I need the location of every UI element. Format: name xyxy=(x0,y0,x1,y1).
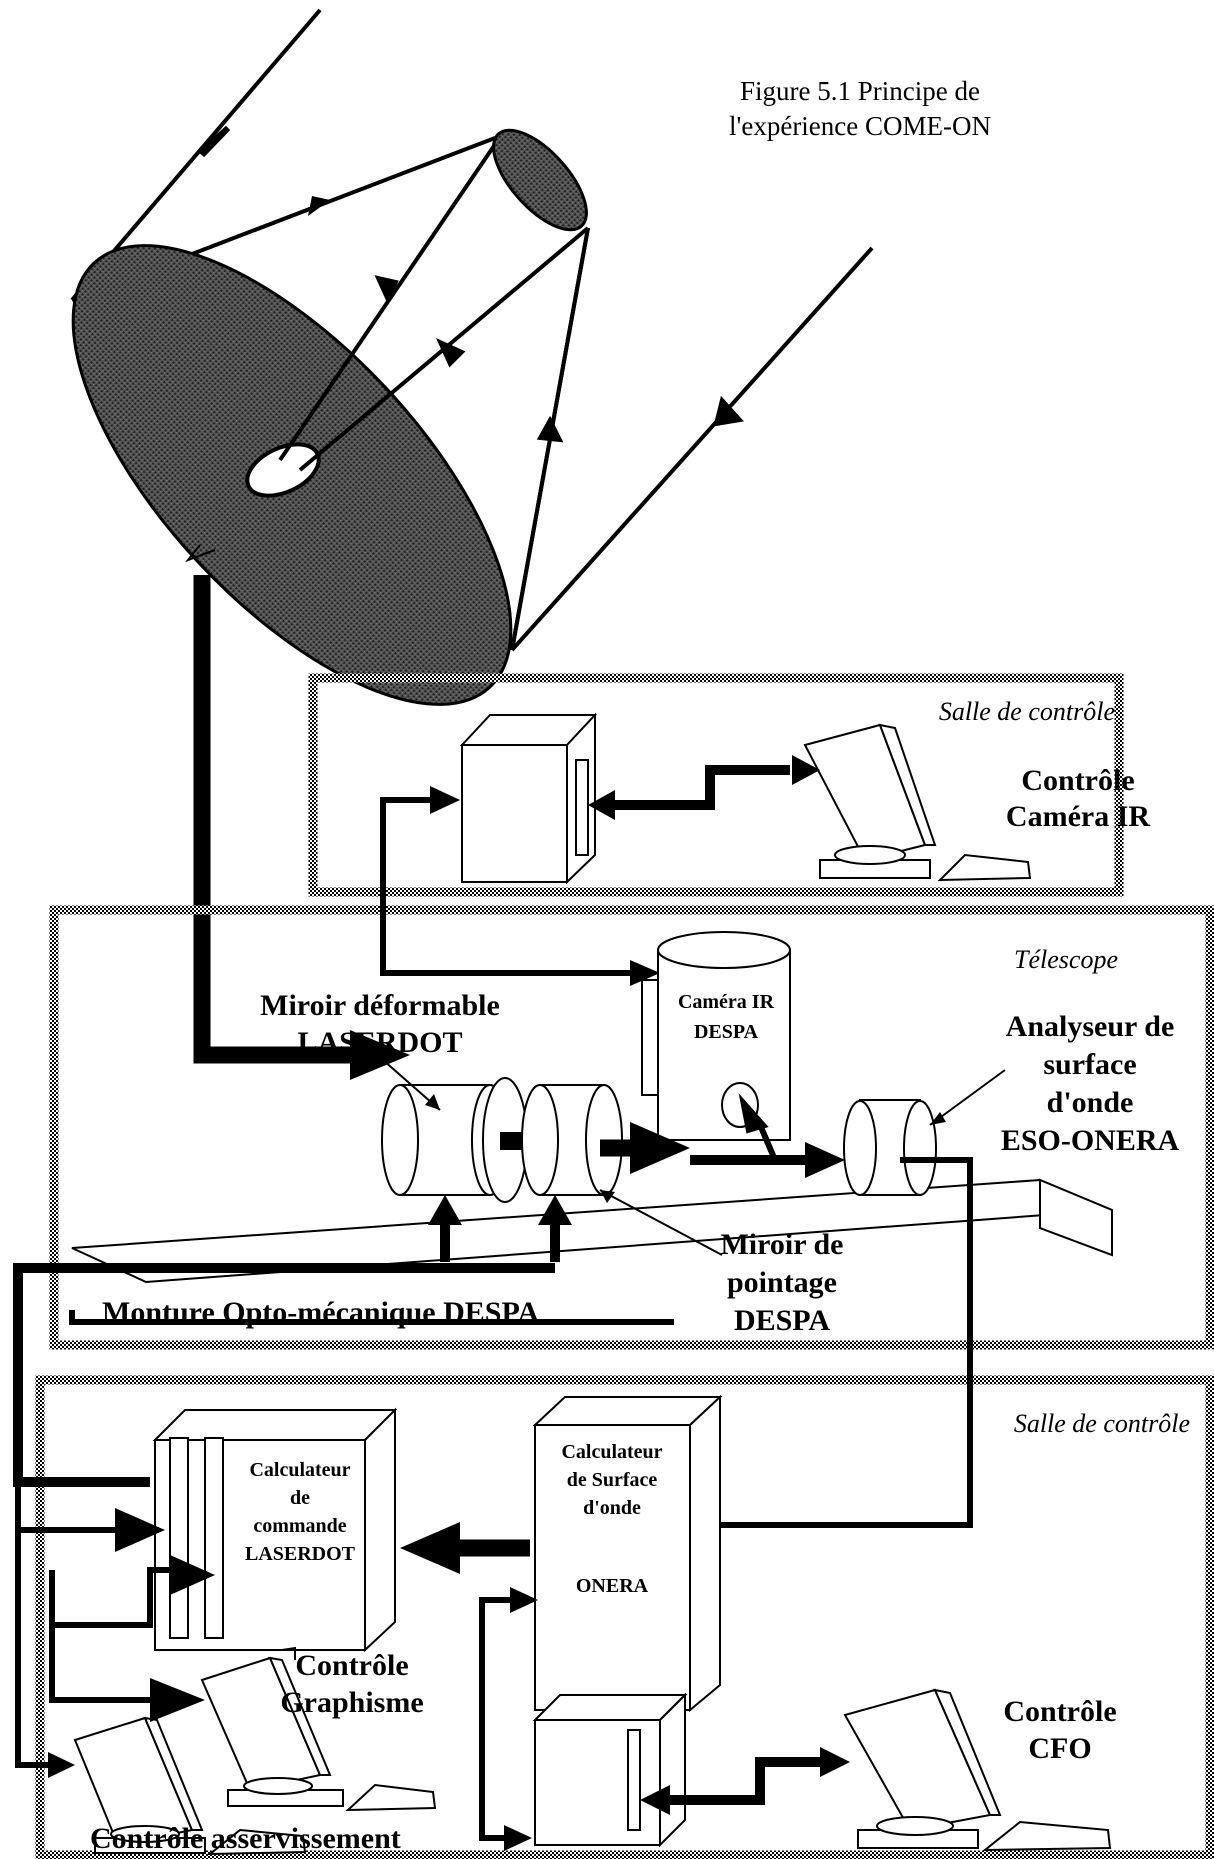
ir-camera xyxy=(641,931,791,1141)
bus-to-servo-ws xyxy=(15,1482,48,1768)
incoming-ray-right xyxy=(510,246,874,652)
control-room-top-label: Salle de contrôle xyxy=(939,697,1115,726)
telescope-leg xyxy=(184,544,216,563)
tip-tilt-label-2: pointage xyxy=(727,1266,837,1299)
arrow-into-servo-ws xyxy=(48,1752,75,1778)
tip-tilt-mirror xyxy=(521,1084,623,1196)
ir-camera-label-2: DESPA xyxy=(694,1021,759,1043)
tip-tilt-label-1: Miroir de xyxy=(720,1228,843,1261)
arrow-into-laserdot xyxy=(400,1522,460,1574)
analyzer-label-2: surface xyxy=(1043,1048,1136,1081)
analyzer-label-4: ESO-ONERA xyxy=(1001,1124,1180,1157)
wavefront-computer-label-3: d'onde xyxy=(583,1497,641,1519)
analyzer-label-1: Analyseur de xyxy=(1006,1010,1175,1043)
mount-bracket xyxy=(69,1310,674,1325)
ir-camera-label-1: Caméra IR xyxy=(678,991,775,1013)
pointer-head-dm xyxy=(425,1094,440,1110)
wavefront-analyzer xyxy=(843,1099,937,1196)
arrow-into-camera-window xyxy=(738,1093,769,1134)
graphics-control-label-1: Contrôle xyxy=(295,1649,408,1682)
arrow-to-workstation xyxy=(792,755,820,785)
beam-path-main xyxy=(193,575,360,1064)
servo-workstation xyxy=(73,1716,307,1856)
bus-to-graphics-ws xyxy=(49,1625,150,1703)
cfo-controller-unit xyxy=(532,1692,688,1848)
laserdot-computer-label-4: LASERDOT xyxy=(245,1543,356,1565)
ray-arrow-5 xyxy=(536,415,564,443)
pointer-tip-tilt xyxy=(599,1189,723,1256)
bus-to-laserdot-2 xyxy=(49,1567,170,1628)
laserdot-computer xyxy=(152,1407,398,1653)
figure-caption-line1: Figure 5.1 Principe de xyxy=(740,76,980,106)
tip-tilt-label-3: DESPA xyxy=(734,1304,830,1337)
arrow-into-cfo-unit-bottom xyxy=(504,1825,532,1851)
link-analyzer-wfc xyxy=(700,1157,973,1528)
laserdot-computer-label-1: Calculateur xyxy=(249,1459,350,1481)
arrow-into-cfo-unit xyxy=(640,1785,670,1815)
secondary-mirror xyxy=(492,128,588,232)
support-arrow-right xyxy=(538,1195,572,1225)
deformable-mirror-label-2: LASERDOT xyxy=(297,1026,462,1059)
deformable-mirror-label-1: Miroir déformable xyxy=(260,989,500,1022)
telescope-illustration xyxy=(70,8,874,706)
link-camctrl-workstation xyxy=(597,765,790,810)
support-arrow-left xyxy=(428,1195,462,1225)
wavefront-computer-label-1: Calculateur xyxy=(561,1441,662,1463)
arrow-into-graphics-ws xyxy=(150,1678,205,1722)
arrow-into-camctrl xyxy=(430,786,460,814)
camera-control-label-1: Contrôle xyxy=(1021,764,1134,797)
control-room-bottom-frame xyxy=(35,1375,1214,1859)
cfo-workstation xyxy=(843,1688,1112,1852)
wavefront-computer-label-4: ONERA xyxy=(576,1575,649,1597)
arrow-into-laserdot-1 xyxy=(115,1508,165,1552)
telescope-room-frame xyxy=(49,905,1214,1350)
servo-control-label: Contrôle asservissement xyxy=(90,1822,401,1855)
mount-label: Monture Opto-mécanique DESPA xyxy=(102,1296,540,1329)
control-bus-left xyxy=(13,1263,150,1487)
beam-arrow-3 xyxy=(805,1142,845,1178)
ray-arrow-3 xyxy=(374,275,399,305)
arrow-into-laserdot-2 xyxy=(170,1555,215,1595)
control-room-top-frame xyxy=(308,673,1124,897)
control-room-bottom-label: Salle de contrôle xyxy=(1014,1409,1190,1438)
arrow-into-camera xyxy=(630,960,660,986)
laserdot-computer-label-2: de xyxy=(290,1487,310,1509)
graphics-workstation xyxy=(200,1656,437,1812)
graphics-control-label-2: Graphisme xyxy=(280,1686,423,1719)
arrow-to-camctrl xyxy=(588,790,615,820)
pointer-head-tt xyxy=(600,1190,615,1203)
camera-control-label-2: Caméra IR xyxy=(1006,800,1150,833)
pointer-head-wa xyxy=(930,1112,946,1125)
arrow-into-wfc-from-cfo xyxy=(510,1587,538,1613)
ray-arrow-4 xyxy=(435,337,466,368)
pointer-analyzer xyxy=(929,1069,1006,1126)
cfo-control-label-1: Contrôle xyxy=(1003,1695,1116,1728)
arrow-into-cfo-ws xyxy=(820,1747,850,1777)
figure-caption-line2: l'expérience COME-ON xyxy=(729,111,991,141)
link-cfo-unit-workstation xyxy=(660,1757,820,1805)
laserdot-computer-label-3: commande xyxy=(253,1515,346,1537)
telescope-room-label: Télescope xyxy=(1014,945,1118,974)
wavefront-computer xyxy=(532,1394,723,1713)
beam-arrow-2 xyxy=(630,1122,690,1174)
analyzer-label-3: d'onde xyxy=(1047,1086,1134,1119)
graphics-label-bracket xyxy=(281,1646,296,1660)
beam-arrow-main xyxy=(350,1030,410,1080)
ray-arrow-6 xyxy=(713,395,744,427)
ray-arrow-1 xyxy=(199,125,231,158)
beam-segment-1 xyxy=(500,1132,522,1150)
cfo-control-label-2: CFO xyxy=(1028,1732,1091,1765)
camera-controller-unit xyxy=(459,712,598,885)
camera-control-workstation xyxy=(803,723,1032,882)
wavefront-computer-label-2: de Surface xyxy=(567,1469,658,1491)
link-controller-to-camera xyxy=(380,800,640,976)
ray-arrow-2 xyxy=(308,196,330,216)
link-wfc-cfo-unit xyxy=(479,1597,520,1841)
